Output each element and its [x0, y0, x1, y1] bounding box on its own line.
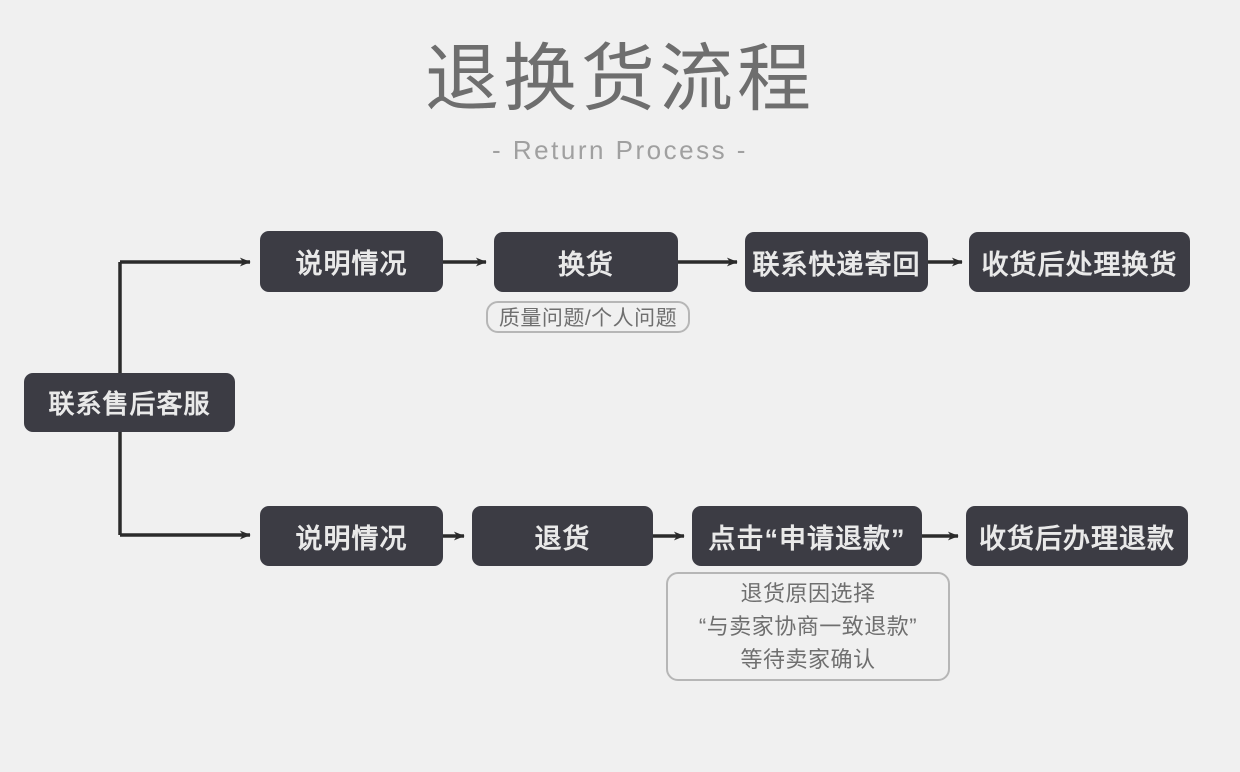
node-entry-contact-support[interactable]: 联系售后客服	[24, 373, 235, 432]
node-return-step-3[interactable]: 点击“申请退款”	[692, 506, 922, 566]
note-exchange-reason: 质量问题/个人问题	[486, 301, 690, 333]
note-exchange-reason-line-1: 质量问题/个人问题	[498, 307, 678, 330]
page-subtitle: - Return Process -	[492, 135, 748, 165]
node-exchange-step-3[interactable]: 联系快递寄回	[745, 232, 928, 292]
note-return-reason-line-3: 等待卖家确认	[740, 647, 876, 672]
node-exchange-step-1[interactable]: 说明情况	[260, 231, 443, 292]
node-exchange-step-2[interactable]: 换货	[494, 232, 678, 292]
page-title: 退换货流程	[425, 37, 815, 120]
node-exchange-step-4[interactable]: 收货后处理换货	[969, 232, 1190, 292]
node-return-step-2[interactable]: 退货	[472, 506, 653, 566]
node-return-step-4[interactable]: 收货后办理退款	[966, 506, 1188, 566]
note-return-reason-line-2: “与卖家协商一致退款”	[698, 614, 918, 639]
note-return-reason: 退货原因选择 “与卖家协商一致退款” 等待卖家确认	[666, 572, 950, 681]
node-return-step-1[interactable]: 说明情况	[260, 506, 443, 566]
note-return-reason-line-1: 退货原因选择	[740, 581, 876, 606]
